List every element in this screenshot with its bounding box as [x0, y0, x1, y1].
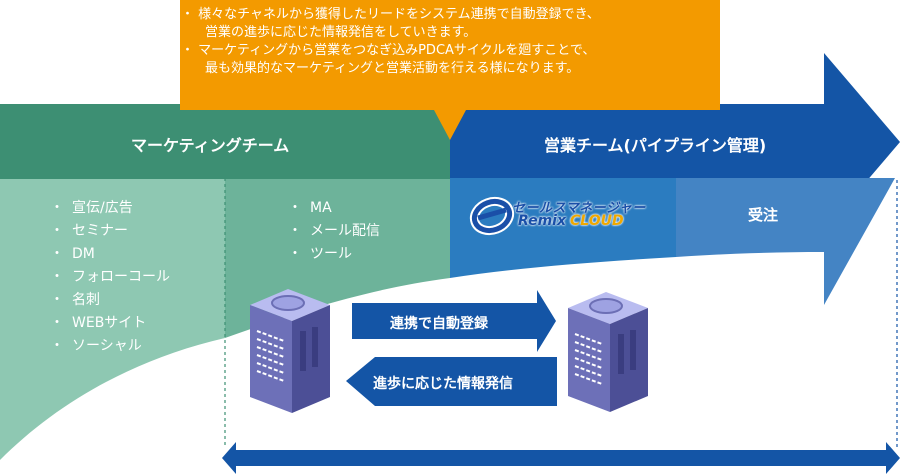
logo-cloud: CLOUD	[570, 213, 624, 229]
auto-registration-arrow	[352, 290, 556, 352]
marketing-header-bar	[0, 104, 452, 179]
description-callout-box	[180, 0, 720, 140]
callout-line: 最も効果的なマーケティングと営業活動を行える様になります。	[205, 61, 580, 76]
info-delivery-label: 進歩に応じた情報発信	[373, 376, 513, 392]
sales-arrow-body	[450, 53, 900, 231]
span-double-arrow	[222, 442, 900, 474]
list-item: フォローコール	[50, 266, 170, 289]
callout-line: 営業の進歩に応じた情報発信をしていきます。	[205, 25, 477, 40]
logo-remix: Remix	[518, 213, 566, 229]
list-item: DM	[50, 243, 170, 266]
list-item: WEBサイト	[50, 312, 170, 335]
server-icon	[568, 292, 648, 412]
callout-line: ・ 様々なチャネルから獲得したリードをシステム連携で自動登録でき、	[181, 7, 600, 22]
list-item: 名刺	[50, 289, 170, 312]
logo-e-icon	[469, 196, 515, 236]
auto-registration-label: 連携で自動登録	[390, 316, 488, 332]
tool-list: MA メール配信 ツール	[288, 197, 380, 266]
server-icon	[250, 289, 330, 413]
callout-line: ・ マーケティングから営業をつなぎ込みPDCAサイクルを廻すことで、	[181, 43, 596, 58]
list-item: セミナー	[50, 220, 170, 243]
info-delivery-arrow	[375, 357, 557, 406]
list-item: 宣伝/広告	[50, 197, 170, 220]
info-delivery-arrow-head	[346, 357, 375, 406]
order-label: 受注	[748, 206, 779, 224]
list-item: ソーシャル	[50, 335, 170, 358]
logo-katakana: セールスマネージャー	[512, 201, 646, 216]
sales-order-panel	[676, 178, 895, 305]
list-item: MA	[288, 197, 380, 220]
list-item: ツール	[288, 243, 380, 266]
marketing-team-title: マーケティングチーム	[131, 136, 290, 155]
sales-team-title: 営業チーム(パイプライン管理)	[544, 136, 767, 155]
description-callout: ・ 様々なチャネルから獲得したリードをシステム連携で自動登録でき、 営業の進歩に…	[181, 6, 719, 78]
list-item: メール配信	[288, 220, 380, 243]
channel-list: 宣伝/広告 セミナー DM フォローコール 名刺 WEBサイト ソーシャル	[50, 197, 170, 358]
